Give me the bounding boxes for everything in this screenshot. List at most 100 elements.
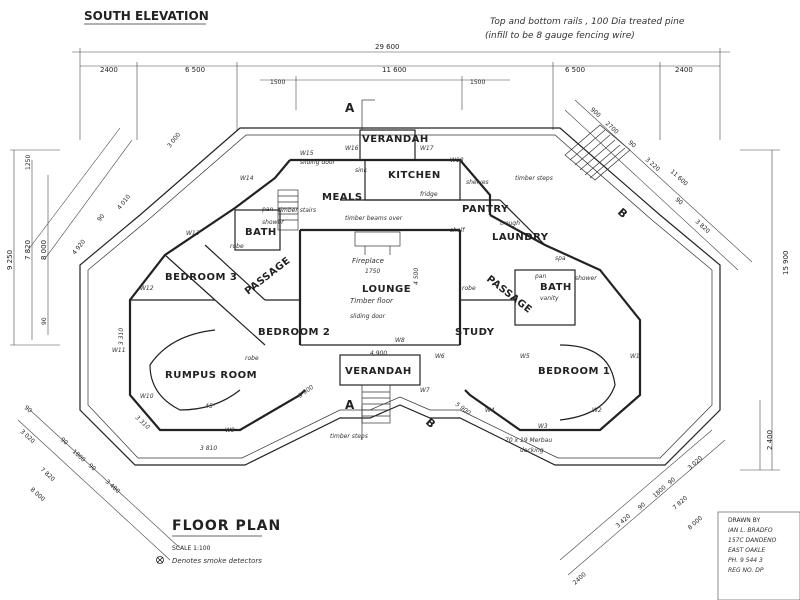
- note-shower-right: shower: [575, 275, 597, 282]
- note-sink: sink: [355, 167, 368, 174]
- window-w5: W5: [520, 353, 530, 360]
- room-study: STUDY: [455, 327, 495, 338]
- window-w16: W16: [345, 145, 359, 152]
- drawn-name: IAN L. BRADFO: [728, 527, 773, 534]
- window-w14: W14: [240, 175, 254, 182]
- dim-top-1: 2400: [100, 66, 118, 74]
- dim-ll-1: 90: [23, 404, 33, 414]
- note-robe-right: robe: [462, 285, 476, 292]
- note-sliding-door-mid: sliding door: [350, 313, 386, 320]
- room-rumpus: RUMPUS ROOM: [165, 370, 257, 381]
- window-w12: W12: [140, 285, 154, 292]
- diagonal-dimension-lines: [17, 99, 753, 576]
- dim-sub-2: 1500: [470, 79, 485, 86]
- window-tags: W1 W2 W3 W4 W5 W6 W7 W8 W9 W10 W11 W12 W…: [112, 145, 640, 434]
- dim-top-3: 11 600: [382, 66, 407, 74]
- window-w13: W13: [186, 230, 200, 237]
- dim-top-5: 2400: [675, 66, 693, 74]
- dim-left-2: 1250: [25, 155, 32, 170]
- window-w1: W1: [630, 353, 640, 360]
- dim-lr-8: 2400: [572, 571, 588, 587]
- note-timber-steps-bottom: timber steps: [330, 433, 368, 440]
- dim-ul-3: 90: [96, 213, 106, 223]
- section-mark-b-bottom: B: [423, 416, 438, 431]
- note-timber-floor: Timber floor: [350, 297, 394, 305]
- section-mark-b-top: B: [615, 206, 630, 221]
- window-w8: W8: [395, 337, 405, 344]
- room-pantry: PANTRY: [462, 204, 509, 215]
- plan-title: FLOOR PLAN: [172, 518, 281, 534]
- stairs: [277, 99, 631, 440]
- note-pan-right: pan: [534, 273, 546, 280]
- dim-ll-2: 3 020: [19, 428, 37, 445]
- note-timber-steps-top: timber steps: [515, 175, 553, 182]
- note-width-4900: 4 900: [370, 350, 387, 357]
- note-shelf: shelf: [450, 227, 465, 234]
- note-width-3310: 3 310: [118, 328, 125, 345]
- dim-overall: 29 600: [375, 43, 400, 51]
- note-decking-2: decking: [520, 447, 544, 454]
- dim-lr-7: 8 000: [687, 515, 705, 532]
- window-w4: W4: [485, 407, 495, 414]
- dim-ll-6: 3 480: [104, 478, 122, 495]
- dim-ur-5: 90: [674, 196, 684, 206]
- dim-top-2: 6 500: [185, 66, 205, 74]
- room-laundry: LAUNDRY: [492, 232, 549, 243]
- dim-lr-3: 1800: [652, 484, 668, 500]
- dim-sub-1: 1500: [270, 79, 285, 86]
- left-dimension-lines: [10, 149, 60, 346]
- dim-ur-3: 90: [627, 139, 637, 149]
- note-line-2: (infill to be 8 gauge fencing wire): [485, 31, 635, 41]
- dim-lr-4: 90: [667, 476, 677, 486]
- drawn-phone: PH. 9 544 3: [728, 557, 763, 564]
- note-shower-left: shower: [262, 219, 284, 226]
- dim-right-1: 15 900: [782, 251, 790, 276]
- room-verandah-bottom: VERANDAH: [345, 366, 412, 377]
- room-bedroom-1: BEDROOM 1: [538, 366, 610, 377]
- note-fireplace: Fireplace: [352, 257, 384, 265]
- room-kitchen: KITCHEN: [388, 170, 441, 181]
- right-dimension-lines: [740, 149, 780, 471]
- note-decking-1: 70 x 19 Merbau: [505, 437, 552, 444]
- dim-ul-1: 3 000: [166, 131, 182, 149]
- section-mark-a-top: A: [345, 101, 355, 115]
- window-w11: W11: [112, 347, 126, 354]
- note-pan-left: pan: [261, 206, 273, 213]
- note-spa: spa: [555, 255, 566, 262]
- room-bath-right: BATH: [540, 282, 572, 293]
- note-trough: trough: [500, 220, 520, 227]
- drawn-addr-1: 157C DANDENO: [728, 537, 777, 544]
- top-dimension-lines: [72, 48, 730, 140]
- dim-lr-6: 7 820: [672, 495, 690, 512]
- drawn-addr-2: EAST OAKLE: [728, 547, 765, 554]
- note-fireplace-dim: 1750: [365, 268, 380, 275]
- elevation-label: SOUTH ELEVATION: [84, 9, 209, 23]
- note-robe-b2: robe: [245, 355, 259, 362]
- dim-left-5: 90: [41, 317, 48, 325]
- outer-deck-outline: [79, 127, 721, 466]
- room-bedroom-3: BEDROOM 3: [165, 272, 237, 283]
- note-width-5900: 5 900: [297, 384, 315, 400]
- dim-left-4: 8 000: [40, 240, 48, 260]
- room-bath-left: BATH: [245, 227, 277, 238]
- window-w2: W2: [592, 407, 602, 414]
- dim-top-4: 6 500: [565, 66, 585, 74]
- note-timber-stairs: timber stairs: [278, 207, 316, 214]
- dim-ll-8: 8 000: [29, 486, 47, 503]
- room-bedroom-2: BEDROOM 2: [258, 327, 330, 338]
- dim-ll-5: 90: [87, 462, 97, 472]
- window-w15: W15: [300, 150, 314, 157]
- dim-ur-1: 900: [589, 106, 602, 119]
- dim-ll-4: 1800: [71, 448, 87, 464]
- dim-left-1: 9 250: [6, 250, 14, 270]
- title-block: [717, 511, 800, 600]
- dim-right-2: 2 400: [766, 430, 774, 450]
- room-meals: MEALS: [322, 192, 363, 203]
- room-passage-right: PASSAGE: [484, 274, 534, 316]
- interior-walls: [128, 129, 642, 432]
- note-timber-beams: timber beams over: [345, 215, 403, 222]
- section-mark-a-bottom: A: [345, 398, 355, 412]
- note-robe-left: robe: [230, 243, 244, 250]
- window-w6: W6: [435, 353, 445, 360]
